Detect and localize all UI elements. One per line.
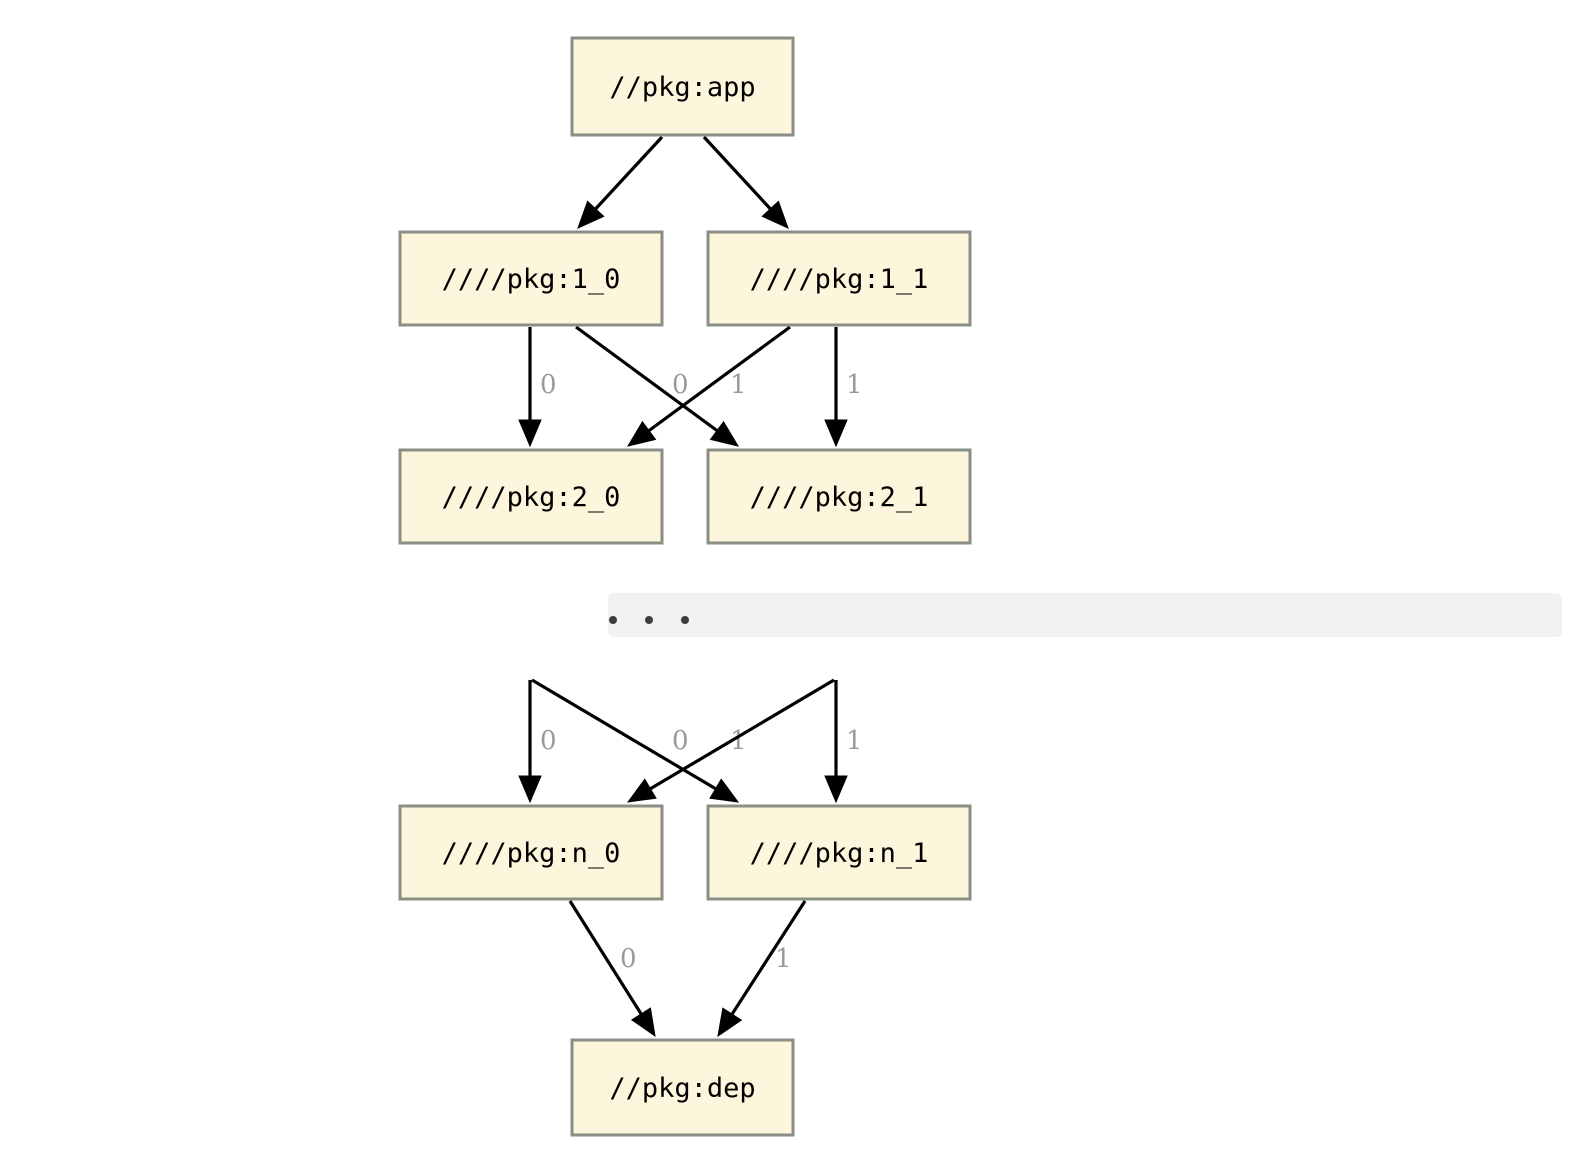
edge-arrowhead — [626, 778, 657, 803]
edge-label: 0 — [540, 726, 557, 756]
node-box[interactable] — [570, 36, 795, 137]
node-box[interactable] — [706, 230, 972, 327]
edge-label: 1 — [775, 944, 792, 974]
graph-node-nn_1[interactable]: ////pkg:n_1 — [706, 804, 972, 901]
graph-edge: 0 — [568, 900, 656, 1038]
node-label: //pkg:dep — [609, 1073, 755, 1104]
edge-line — [594, 135, 664, 210]
ellipsis-dot-0 — [609, 616, 617, 624]
node-box[interactable] — [398, 804, 664, 901]
node-label: ////pkg:n_0 — [442, 838, 621, 869]
node-label: ////pkg:2_1 — [750, 482, 929, 513]
graph-edge: 1 — [824, 680, 863, 804]
graph-edge: 0 — [626, 678, 835, 803]
graph-edge — [702, 135, 789, 229]
edge-arrowhead — [518, 419, 542, 448]
graph-node-n1_1[interactable]: ////pkg:1_1 — [706, 230, 972, 327]
graph-edge — [577, 135, 664, 229]
graph-node-app[interactable]: //pkg:app — [570, 36, 795, 137]
ellipsis-band — [608, 593, 1562, 637]
node-label: ////pkg:n_1 — [750, 838, 929, 869]
graph-node-n2_1[interactable]: ////pkg:2_1 — [706, 448, 972, 545]
edge-label: 0 — [672, 726, 689, 756]
edge-label: 0 — [672, 370, 689, 400]
edge-label: 1 — [730, 370, 747, 400]
edge-line — [568, 900, 643, 1015]
edge-arrowhead — [824, 419, 848, 448]
graph-edge: 1 — [824, 327, 863, 448]
graph-edge: 0 — [626, 325, 791, 447]
edge-arrowhead — [709, 778, 740, 803]
edge-line — [730, 900, 807, 1016]
node-box[interactable] — [398, 448, 664, 545]
graph-edge: 1 — [717, 900, 807, 1038]
graph-node-n2_0[interactable]: ////pkg:2_0 — [398, 448, 664, 545]
node-label: ////pkg:2_0 — [442, 482, 621, 513]
graph-edge: 1 — [531, 678, 747, 803]
nodes-layer: //pkg:app ////pkg:1_0 ////pkg:1_1 ////pkg:2… — [398, 36, 972, 1137]
edge-line — [575, 325, 718, 432]
edge-arrowhead — [761, 200, 789, 229]
node-box[interactable] — [398, 230, 664, 327]
graph-node-nn_0[interactable]: ////pkg:n_0 — [398, 804, 664, 901]
edge-arrowhead — [824, 775, 848, 804]
node-label: ////pkg:1_0 — [442, 264, 621, 295]
edge-line — [649, 678, 835, 791]
edge-line — [531, 678, 717, 791]
ellipsis-dot-1 — [645, 616, 653, 624]
node-label: //pkg:app — [609, 72, 755, 103]
node-label: ////pkg:1_1 — [750, 264, 929, 295]
graph-edge: 0 — [518, 680, 557, 804]
ellipsis-separator — [608, 593, 1562, 637]
edge-label: 1 — [846, 726, 863, 756]
node-box[interactable] — [570, 1038, 795, 1137]
edge-arrowhead — [630, 1007, 656, 1038]
graph-edge: 1 — [575, 325, 747, 447]
edge-arrowhead — [626, 420, 657, 447]
edge-arrowhead — [518, 775, 542, 804]
edge-label: 0 — [620, 944, 637, 974]
edge-line — [648, 325, 791, 432]
graph-edge: 0 — [518, 327, 557, 448]
edge-label: 1 — [846, 370, 863, 400]
edge-label: 0 — [540, 370, 557, 400]
edge-arrowhead — [709, 420, 740, 447]
edge-arrowhead — [717, 1007, 743, 1038]
edge-line — [702, 135, 772, 210]
node-box[interactable] — [706, 804, 972, 901]
graph-node-n1_0[interactable]: ////pkg:1_0 — [398, 230, 664, 327]
graph-node-dep[interactable]: //pkg:dep — [570, 1038, 795, 1137]
edge-arrowhead — [577, 200, 605, 229]
node-box[interactable] — [706, 448, 972, 545]
ellipsis-dot-2 — [681, 616, 689, 624]
